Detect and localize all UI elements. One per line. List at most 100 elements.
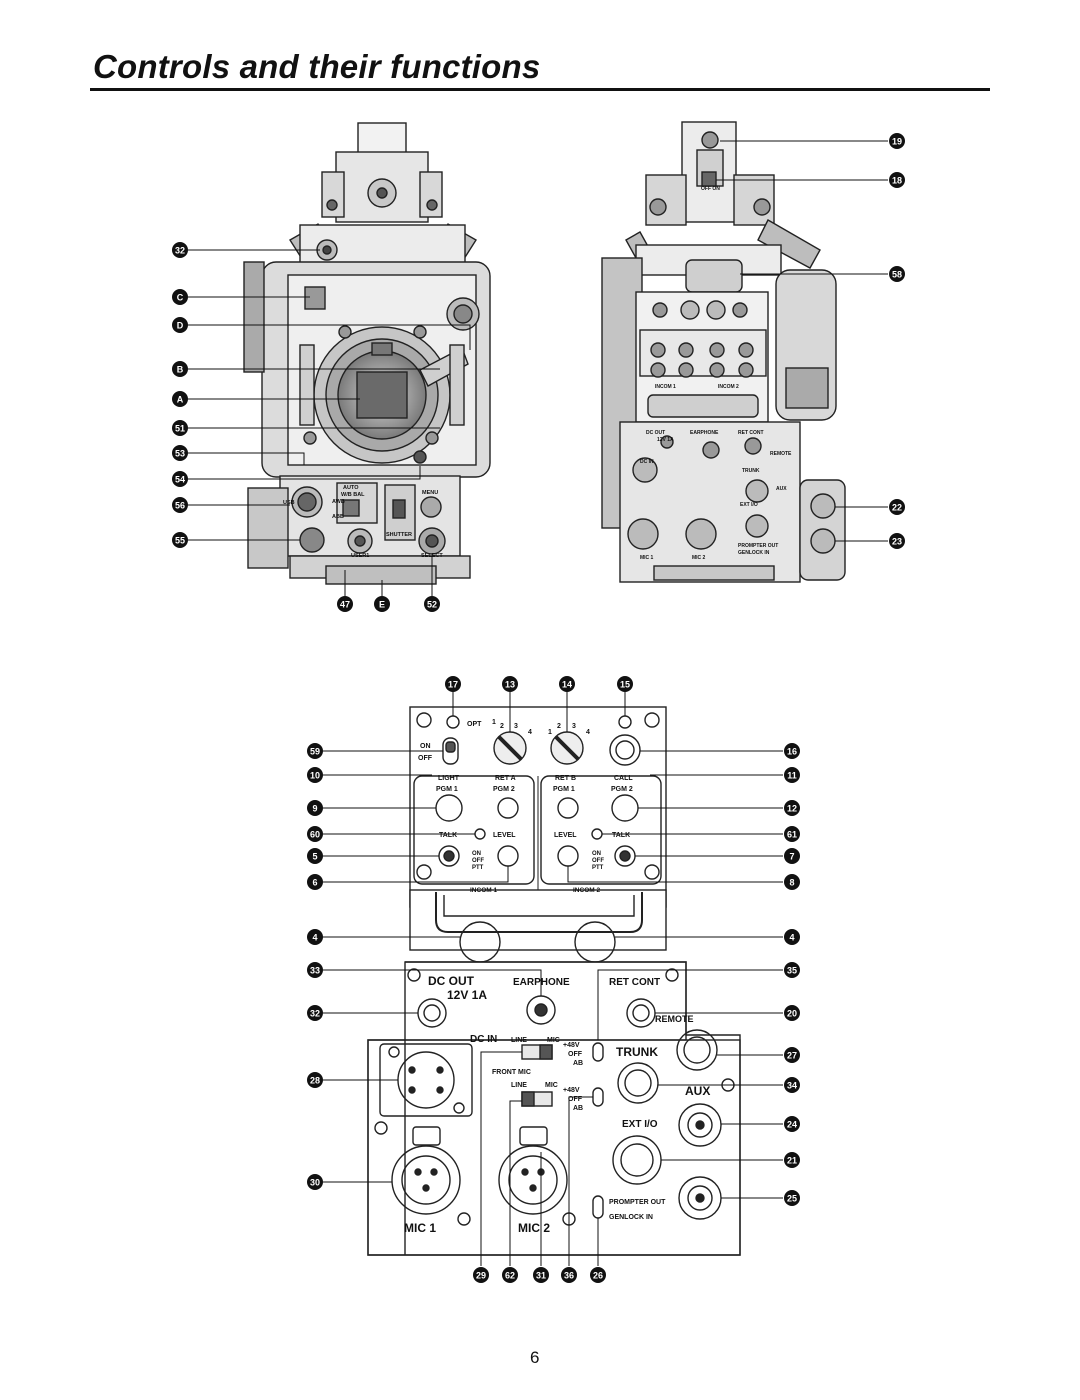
earphone-label: EARPHONE (513, 977, 570, 988)
svg-text:55: 55 (175, 536, 185, 546)
callout-12: 12 (784, 800, 800, 816)
svg-text:62: 62 (505, 1271, 515, 1281)
pgm1-label-b: PGM 1 (553, 786, 575, 793)
incom1-label: INCOM 1 (470, 887, 497, 894)
trunk-label: TRUNK (616, 1045, 658, 1059)
dial-mark-2a: 2 (500, 723, 504, 730)
callout-14: 14 (559, 676, 575, 692)
svg-text:60: 60 (310, 830, 320, 840)
p48v-label-b: +48V (563, 1087, 580, 1094)
svg-text:54: 54 (175, 475, 185, 485)
svg-text:53: 53 (175, 449, 185, 459)
talk-label-a: TALK (439, 832, 457, 839)
callout-D: D (172, 317, 188, 333)
opt-label: OPT (467, 721, 482, 728)
callout-26: 26 (590, 1267, 606, 1283)
dial-mark-2b: 2 (557, 723, 561, 730)
svg-text:19: 19 (892, 137, 902, 147)
off-label-d: OFF (568, 1096, 583, 1103)
callout-10: 10 (307, 767, 323, 783)
svg-text:29: 29 (476, 1271, 486, 1281)
ext-io-small-label: EXT I/O (740, 502, 758, 508)
on-label-a: ON (472, 851, 481, 857)
callout-B: B (172, 361, 188, 377)
callout-11: 11 (784, 767, 800, 783)
usb-label: USB (283, 500, 295, 506)
ret-cont-label: RET CONT (609, 977, 660, 988)
pgm1-label-a: PGM 1 (436, 786, 458, 793)
remote-label: REMOTE (655, 1014, 694, 1024)
remote-small-label: REMOTE (770, 451, 792, 457)
callout-56: 56 (172, 497, 188, 513)
off-label-b: OFF (592, 858, 604, 864)
svg-text:E: E (379, 600, 385, 610)
incom2-label: INCOM 2 (573, 887, 600, 894)
mic1-label: MIC 1 (404, 1221, 436, 1235)
svg-text:59: 59 (310, 747, 320, 757)
svg-text:B: B (177, 365, 184, 375)
svg-text:30: 30 (310, 1178, 320, 1188)
line-label-a: LINE (511, 1037, 527, 1044)
callouts-left-camera: 32 C D B A 51 53 54 56 55 47 E 52 (172, 242, 440, 612)
front-mic-label: FRONT MIC (492, 1069, 531, 1076)
callout-28: 28 (307, 1072, 323, 1088)
callout-33: 33 (307, 962, 323, 978)
svg-text:36: 36 (564, 1271, 574, 1281)
intercom-panel (409, 706, 667, 963)
camera-front-view (243, 122, 491, 585)
callout-22: 22 (889, 499, 905, 515)
callout-18: 18 (889, 172, 905, 188)
callout-32: 32 (172, 242, 188, 258)
svg-text:22: 22 (892, 503, 902, 513)
svg-text:4: 4 (312, 933, 317, 943)
svg-text:47: 47 (340, 600, 350, 610)
page-title: Controls and their functions (93, 48, 541, 85)
svg-text:12: 12 (787, 804, 797, 814)
svg-text:28: 28 (310, 1076, 320, 1086)
menu-label: MENU (422, 490, 438, 496)
callout-36: 36 (561, 1267, 577, 1283)
dial-mark-1b: 1 (548, 729, 552, 736)
callouts-right-camera: 19 18 58 22 23 (889, 133, 905, 549)
camera-rear-view (601, 121, 846, 583)
callout-35: 35 (784, 962, 800, 978)
connector-labels: DC OUT 12V 1A EARPHONE RET CONT REMOTE D… (404, 974, 710, 1235)
svg-text:C: C (177, 293, 184, 303)
off-label-c: OFF (568, 1051, 583, 1058)
light-label: LIGHT (438, 775, 460, 782)
callout-30: 30 (307, 1174, 323, 1190)
call-label: CALL (614, 775, 633, 782)
svg-text:16: 16 (787, 747, 797, 757)
svg-text:33: 33 (310, 966, 320, 976)
callout-7: 7 (784, 848, 800, 864)
awb-label: AWB (332, 499, 345, 505)
mic-label-a: MIC (547, 1037, 560, 1044)
callout-53: 53 (172, 445, 188, 461)
level-label-a: LEVEL (493, 832, 516, 839)
pgm2-label-b: PGM 2 (611, 786, 633, 793)
callout-6: 6 (307, 874, 323, 890)
svg-text:52: 52 (427, 600, 437, 610)
callout-4-left: 4 (307, 929, 323, 945)
level-label-b: LEVEL (554, 832, 577, 839)
dc-in-label: DC IN (470, 1034, 497, 1045)
callouts-connectors: 33 32 28 30 35 20 27 34 24 21 25 29 62 3… (307, 962, 800, 1283)
callout-60: 60 (307, 826, 323, 842)
callout-27: 27 (784, 1047, 800, 1063)
earphone-small-label: EARPHONE (690, 430, 719, 436)
svg-text:18: 18 (892, 176, 902, 186)
auto-label: AUTO (343, 485, 359, 491)
callout-31: 31 (533, 1267, 549, 1283)
incom1-small-label: INCOM 1 (655, 384, 676, 390)
trunk-small-label: TRUNK (742, 468, 760, 474)
svg-text:26: 26 (593, 1271, 603, 1281)
ptt-label-a: PTT (472, 865, 484, 871)
mic2-label: MIC 2 (518, 1221, 550, 1235)
callout-51: 51 (172, 420, 188, 436)
callout-62: 62 (502, 1267, 518, 1283)
svg-text:A: A (177, 395, 184, 405)
pgm2-label-a: PGM 2 (493, 786, 515, 793)
callout-23: 23 (889, 533, 905, 549)
callout-25: 25 (784, 1190, 800, 1206)
svg-text:27: 27 (787, 1051, 797, 1061)
